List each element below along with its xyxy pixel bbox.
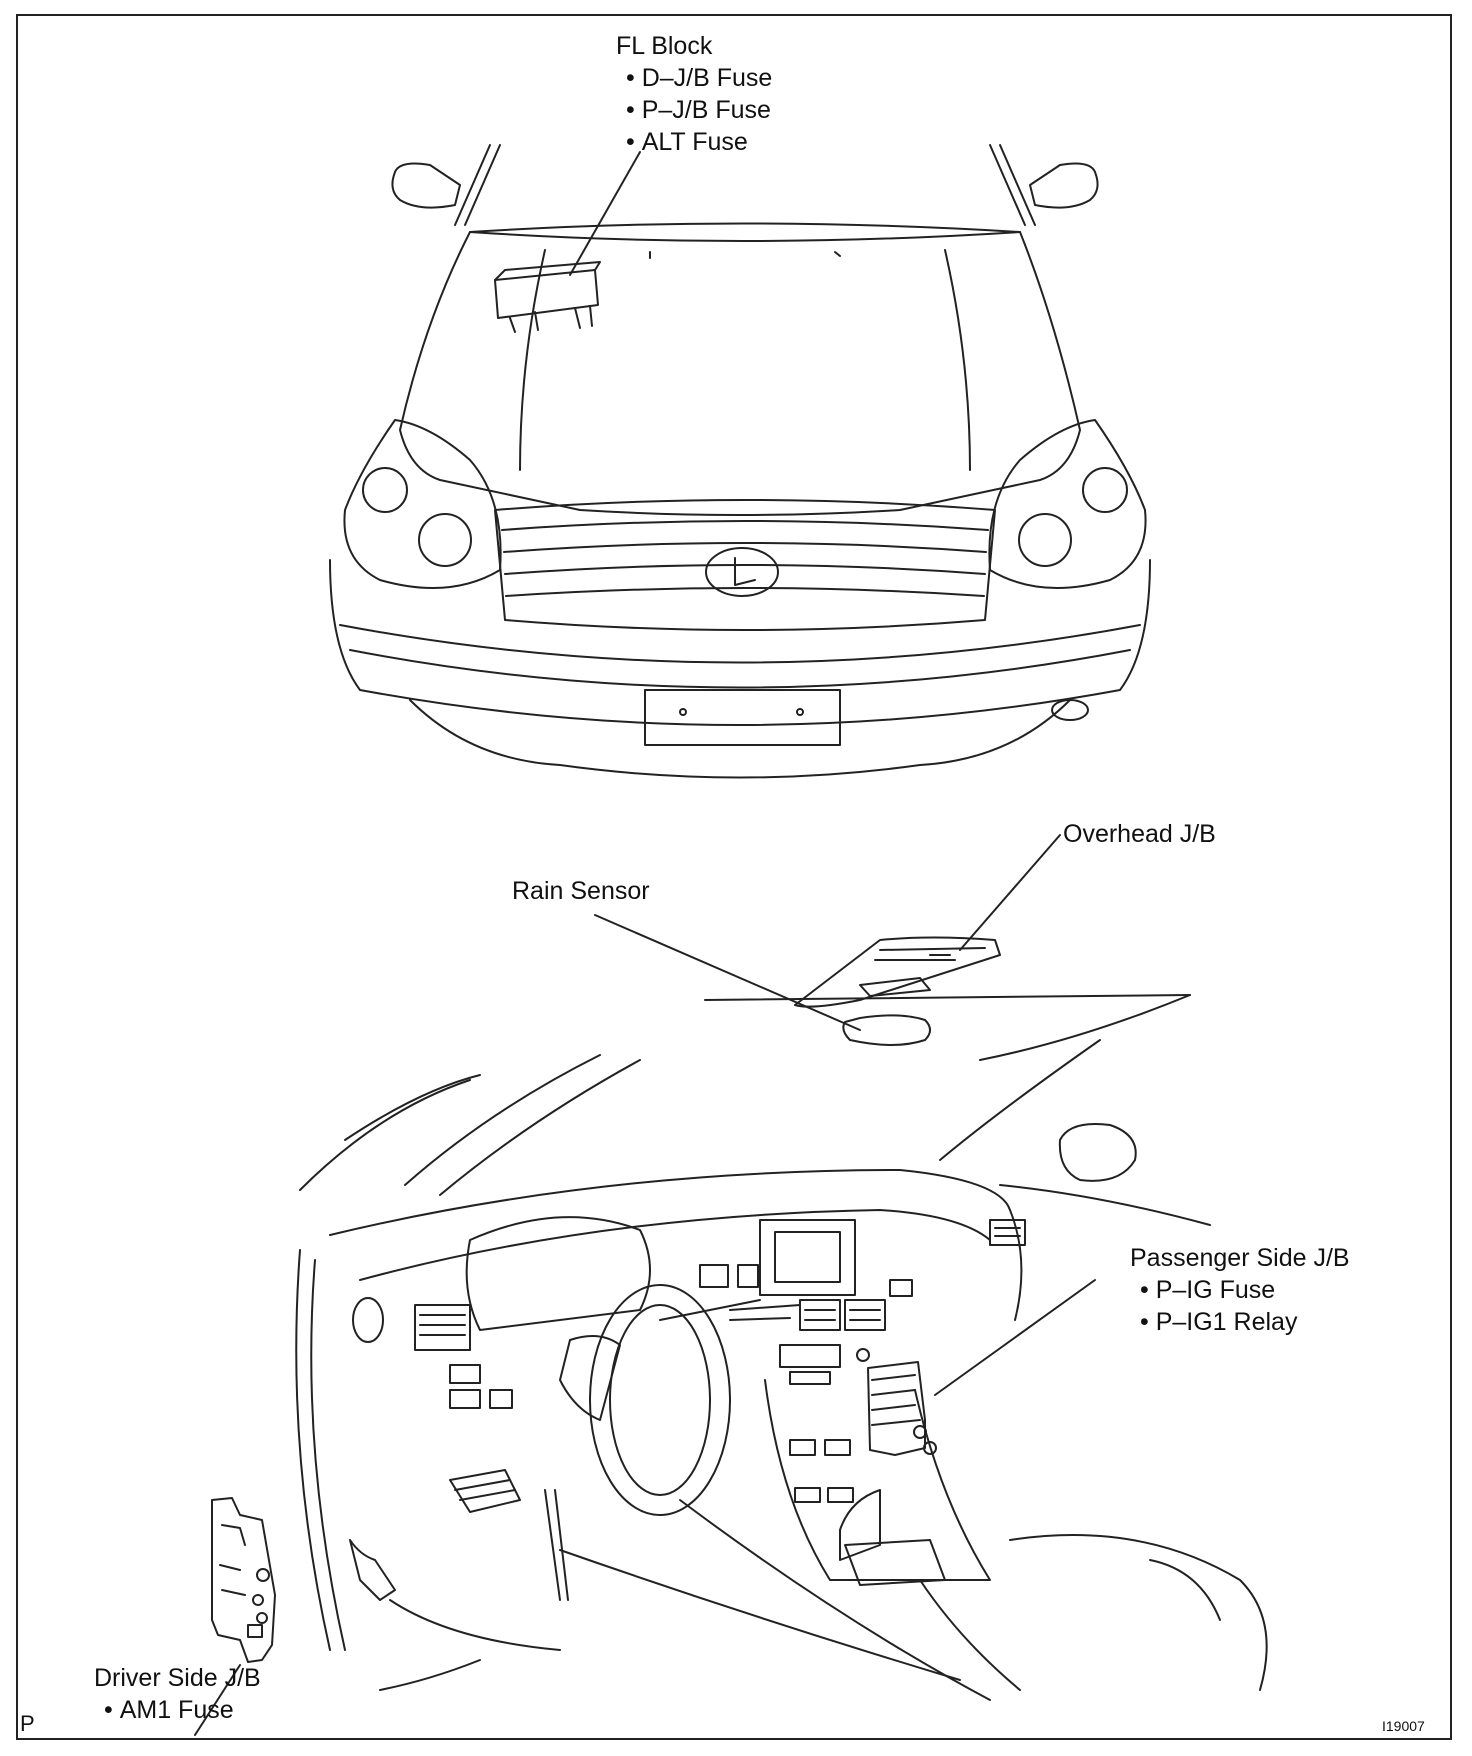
fl-block-label: FL Block D–J/B Fuse P–J/B Fuse ALT Fuse — [616, 30, 772, 158]
passenger-jb-title: Passenger Side J/B — [1130, 1244, 1350, 1272]
overhead-jb-label: Overhead J/B — [1063, 818, 1216, 850]
front-bumper — [329, 559, 1151, 726]
emblem — [705, 547, 779, 597]
passenger-jb-item-2: P–IG1 Relay — [1130, 1306, 1350, 1338]
figure-id: I19007 — [1382, 1718, 1425, 1734]
interior-view — [295, 1039, 1268, 1701]
passenger-jb-leader — [934, 1279, 1096, 1396]
diagram-frame — [16, 14, 1452, 1740]
left-headlight — [343, 419, 502, 589]
overhead-jb-title: Overhead J/B — [1063, 820, 1216, 848]
passenger-jb-box — [867, 1361, 937, 1456]
fl-block-item-3: ALT Fuse — [616, 126, 772, 158]
right-headlight — [988, 419, 1147, 589]
rain-sensor-title: Rain Sensor — [512, 877, 650, 905]
hood — [399, 222, 1081, 516]
passenger-jb-item-1: P–IG Fuse — [1130, 1274, 1350, 1306]
rain-sensor-label: Rain Sensor — [512, 875, 650, 907]
overhead-console — [704, 936, 1191, 1061]
driver-jb-item-1: AM1 Fuse — [94, 1694, 261, 1726]
driver-jb-title: Driver Side J/B — [94, 1664, 261, 1692]
rain-sensor-leader — [594, 914, 861, 1031]
fl-block-leader — [569, 151, 641, 276]
fl-block-title: FL Block — [616, 32, 713, 60]
corner-mark: P — [20, 1711, 35, 1736]
fl-block-item-2: P–J/B Fuse — [616, 94, 772, 126]
driver-jb-label: Driver Side J/B AM1 Fuse — [94, 1662, 261, 1726]
overhead-jb-leader — [959, 834, 1061, 951]
left-mirror — [391, 162, 461, 209]
fl-block-item-1: D–J/B Fuse — [616, 62, 773, 94]
passenger-jb-label: Passenger Side J/B P–IG Fuse P–IG1 Relay — [1130, 1242, 1350, 1338]
right-mirror — [1029, 162, 1099, 209]
fl-block-box — [494, 261, 601, 333]
driver-jb-box — [211, 1497, 276, 1663]
grille — [494, 499, 996, 631]
car-front-view — [329, 144, 1151, 779]
license-plate — [644, 689, 841, 746]
